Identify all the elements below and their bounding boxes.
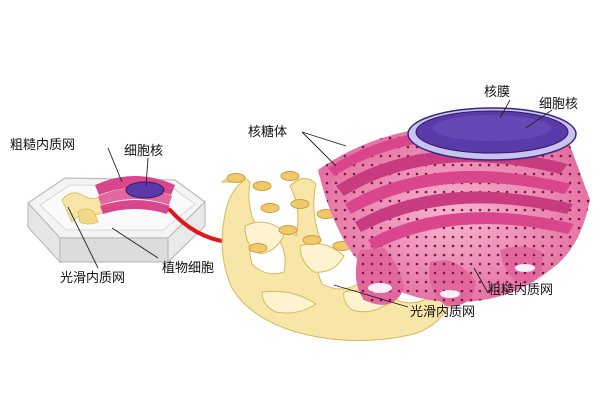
big-nucleus bbox=[407, 107, 577, 161]
label-small-smooth-er: 光滑内质网 bbox=[60, 271, 126, 286]
leader-lines bbox=[67, 99, 553, 308]
label-small-rough-er: 粗糙内质网 bbox=[10, 138, 76, 153]
er-tubule-openings bbox=[226, 171, 352, 253]
small-nucleus-shape bbox=[125, 181, 165, 199]
label-plant-cell: 植物细胞 bbox=[162, 261, 215, 276]
label-nuclear-envelope: 核膜 bbox=[484, 85, 511, 100]
label-big-nucleus: 细胞核 bbox=[539, 97, 579, 112]
label-big-rough-er: 粗糙内质网 bbox=[488, 283, 554, 298]
label-big-smooth-er: 光滑内质网 bbox=[410, 305, 476, 320]
label-ribosome: 核糖体 bbox=[248, 125, 288, 140]
label-small-nucleus: 细胞核 bbox=[124, 144, 164, 159]
